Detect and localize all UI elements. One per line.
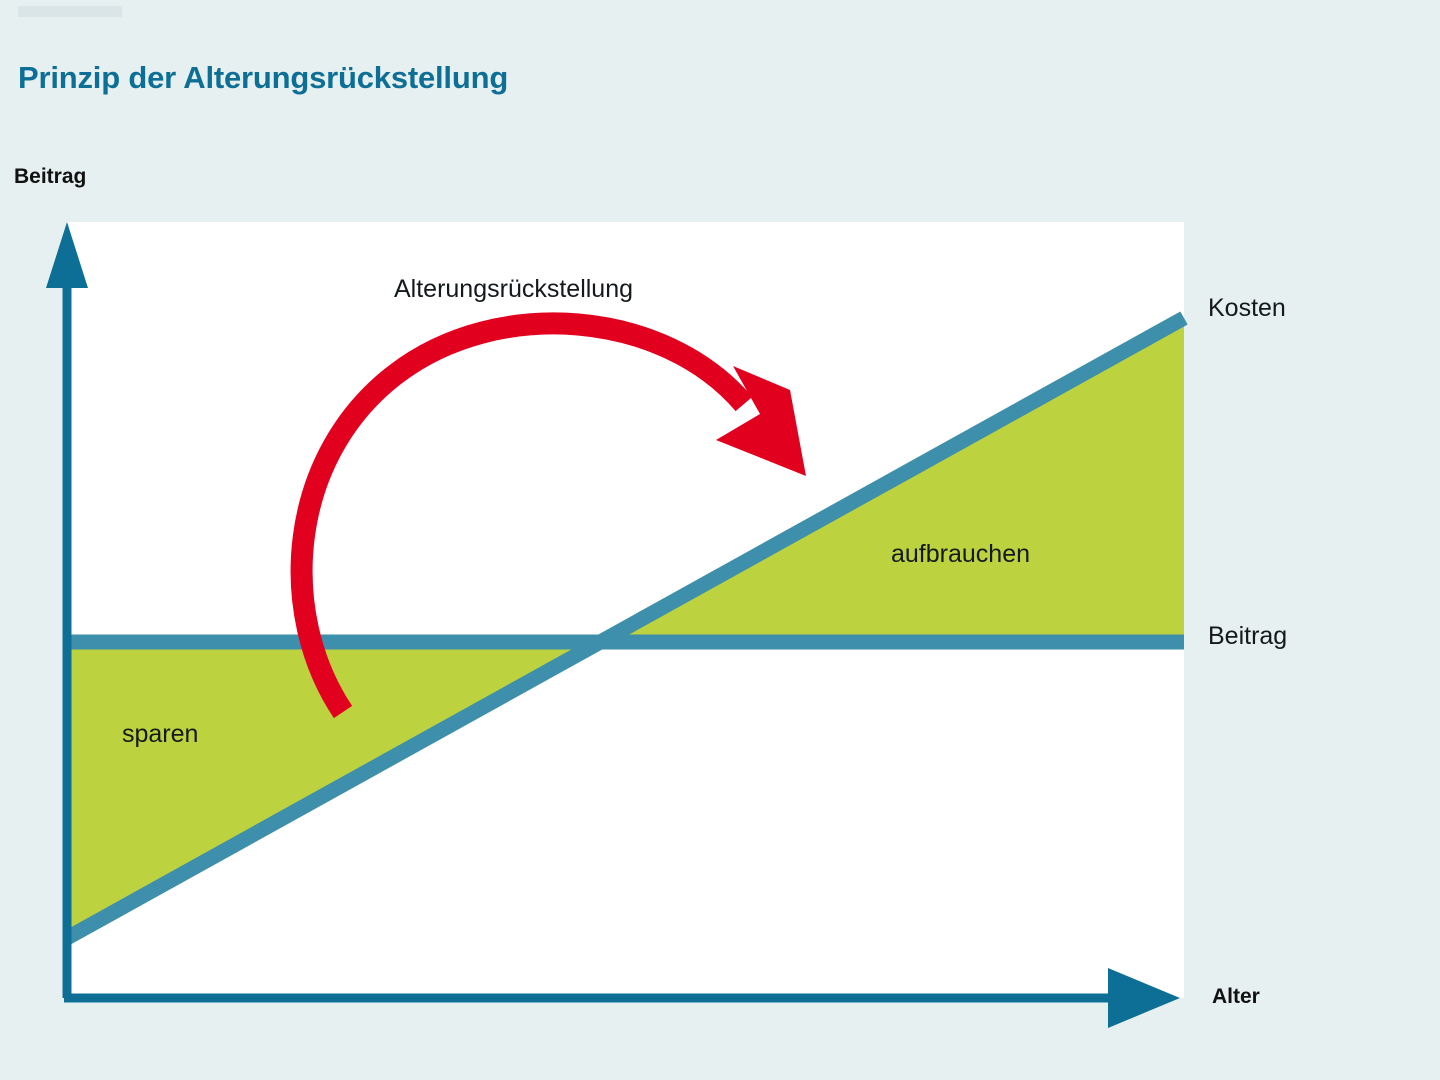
header-watermark: [18, 6, 122, 17]
y-axis-arrowhead-icon: [46, 222, 88, 288]
annotation-arrowhead-icon: [716, 366, 806, 476]
page-title: Prinzip der Alterungsrückstellung: [18, 60, 509, 95]
x-axis-arrowhead-icon: [1108, 968, 1180, 1028]
x-axis-caption: Alter: [1212, 985, 1260, 1008]
series-line-kosten: [63, 311, 1188, 945]
annotation-arc: [290, 312, 753, 719]
region-label-aufbrauchen: aufbrauchen: [891, 540, 1031, 568]
annotation-label: Alterungsrückstellung: [394, 275, 634, 303]
series-label-kosten: Kosten: [1208, 294, 1286, 322]
region-label-sparen: sparen: [122, 720, 199, 748]
series-label-beitrag: Beitrag: [1208, 622, 1288, 650]
y-axis-caption: Beitrag: [14, 165, 87, 188]
